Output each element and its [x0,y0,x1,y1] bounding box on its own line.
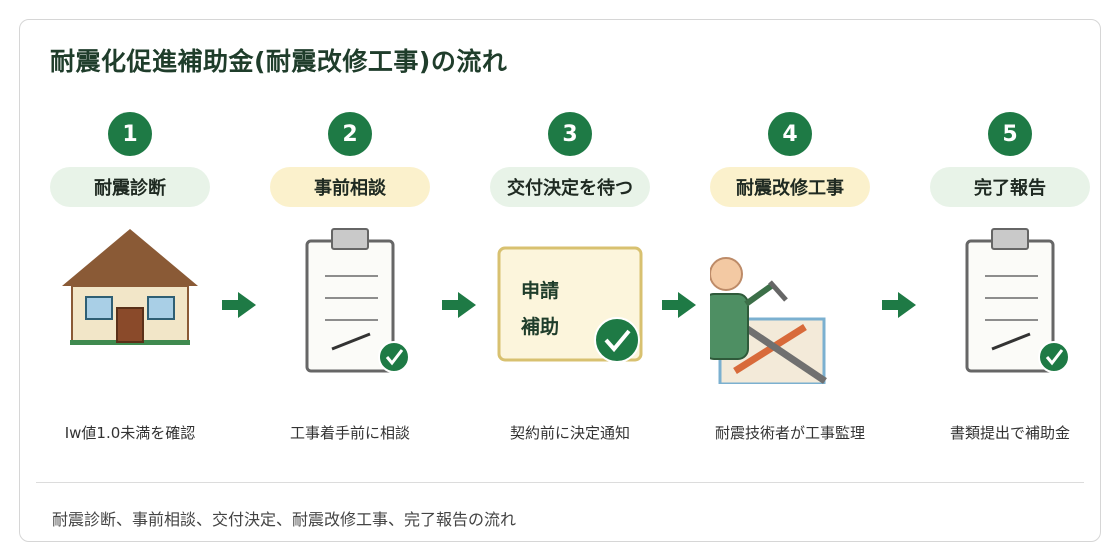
divider [36,482,1084,483]
approval-document-icon: 申請 補助 [490,224,650,384]
arrow-right-icon [222,290,256,320]
step-description: 耐震技術者が工事監理 [714,424,865,442]
step-description: 工事着手前に相談 [289,424,410,442]
clipboard-check-icon [270,224,430,384]
step-number-badge: 4 [768,112,812,156]
arrow-right-icon [882,290,916,320]
step-number-badge: 5 [988,112,1032,156]
step-label-pill: 耐震改修工事 [710,167,870,207]
step-label-pill: 事前相談 [270,167,430,207]
house-icon [50,224,210,384]
construction-worker-icon [703,224,870,386]
document-text-line: 申請 [521,280,560,302]
arrow-right-icon [662,290,696,320]
step-number-badge: 1 [108,112,152,156]
caption-text: 耐震診断、事前相談、交付決定、耐震改修工事、完了報告の流れ [52,510,517,529]
step-description: 契約前に決定通知 [509,424,630,442]
document-text-line: 補助 [521,316,560,338]
arrow-right-icon [442,290,476,320]
step-description: Iw値1.0未満を確認 [64,424,196,442]
step-number-badge: 3 [548,112,592,156]
step-label-pill: 耐震診断 [50,167,210,207]
step-number-badge: 2 [328,112,372,156]
clipboard-check-icon [930,224,1090,384]
step-label-pill: 交付決定を待つ [490,167,650,207]
step-label-pill: 完了報告 [930,167,1090,207]
step-description: 書類提出で補助金 [949,424,1070,442]
page-title: 耐震化促進補助金(耐震改修工事)の流れ [50,47,508,76]
